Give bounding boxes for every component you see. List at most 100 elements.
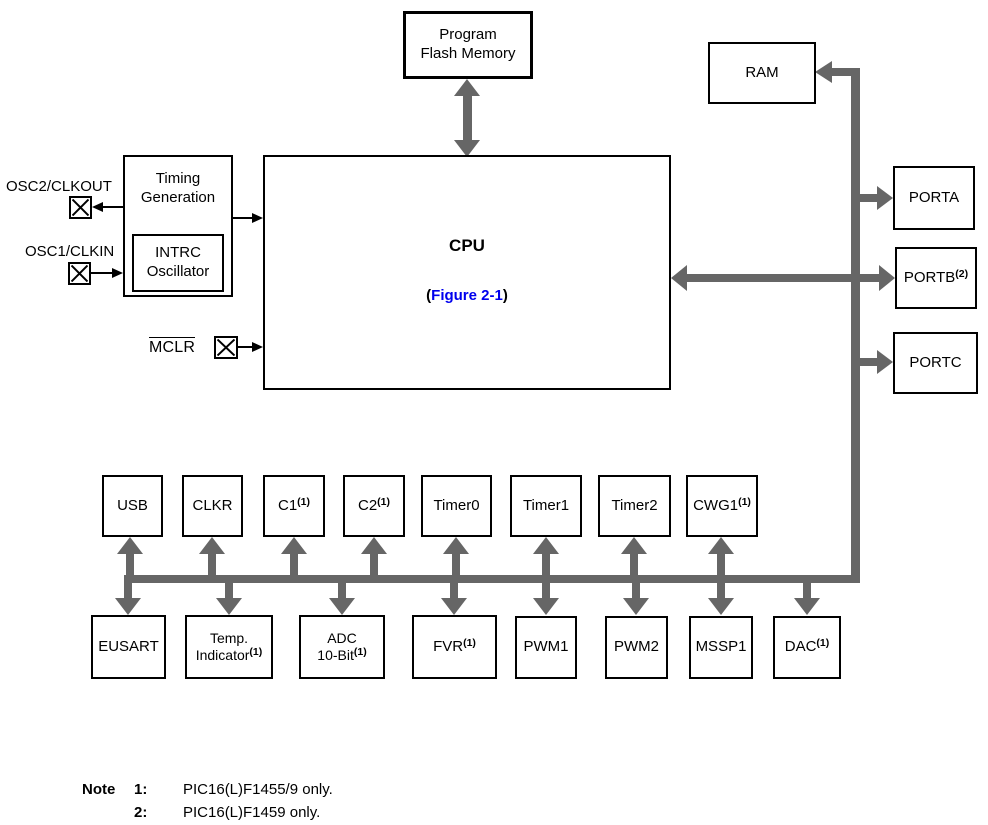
footnote-2: 2: PIC16(L)F1459 only. xyxy=(82,801,333,824)
block-label: MSSP1 xyxy=(695,638,747,656)
block-cpu: CPU (Figure 2-1) xyxy=(263,155,671,390)
footnote-1: Note 1: PIC16(L)F1455/9 only. xyxy=(82,778,333,801)
block-label: PWM1 xyxy=(523,638,569,656)
mclr-pin xyxy=(214,336,238,359)
block-intrc-oscillator: INTRC Oscillator xyxy=(132,234,224,292)
block-label: Generation xyxy=(140,188,216,206)
block-label: PWM2 xyxy=(614,638,659,656)
block-clkr: CLKR xyxy=(182,475,243,537)
block-fvr: FVR(1) xyxy=(412,615,497,679)
osc1-clkin-label: OSC1/CLKIN xyxy=(25,243,115,260)
block-eusart: EUSART xyxy=(91,615,166,679)
arrowhead-timer0-icon xyxy=(443,537,469,554)
block-pwm1: PWM1 xyxy=(515,616,577,679)
porta-bus-line xyxy=(860,194,879,202)
arrowhead-mclr-in-icon xyxy=(252,342,263,352)
bus-stub-pwm2 xyxy=(632,583,640,599)
note-caption: Note xyxy=(82,781,116,798)
arrowhead-into-portb-icon xyxy=(879,265,895,291)
arrowhead-into-ram-icon xyxy=(815,61,832,83)
block-label: PORTC xyxy=(909,353,962,371)
block-mssp1: MSSP1 xyxy=(689,616,753,679)
block-label: FVR(1) xyxy=(433,636,476,655)
bus-stub-adc xyxy=(338,583,346,599)
arrowhead-cwg1-icon xyxy=(708,537,734,554)
arrowhead-into-portc-icon xyxy=(877,350,893,374)
bus-stub-timer2 xyxy=(630,553,638,575)
block-label: EUSART xyxy=(98,637,159,655)
footnotes: Note 1: PIC16(L)F1455/9 only. 2: PIC16(L… xyxy=(82,778,333,824)
peripheral-bus-horizontal xyxy=(124,575,860,583)
portc-bus-line xyxy=(860,358,879,366)
osc1-pin-x-icon xyxy=(71,265,88,282)
arrowhead-into-flash-icon xyxy=(454,79,480,96)
bus-stub-clkr xyxy=(208,553,216,575)
note-text: PIC16(L)F1455/9 only. xyxy=(183,781,333,798)
arrowhead-temp-indicator-icon xyxy=(216,598,242,615)
arrowhead-osc2-out-icon xyxy=(92,202,103,212)
block-label: DAC(1) xyxy=(784,637,830,656)
system-bus-vertical xyxy=(851,68,860,583)
arrowhead-adc-icon xyxy=(329,598,355,615)
osc2-pin xyxy=(69,196,92,219)
arrowhead-timer2-icon xyxy=(621,537,647,554)
block-timing-generation: Timing Generation INTRC Oscillator xyxy=(123,155,233,297)
osc2-pin-x-icon xyxy=(72,199,89,216)
timing-to-cpu-line xyxy=(233,217,253,219)
bus-stub-timer0 xyxy=(452,553,460,575)
note-text: PIC16(L)F1459 only. xyxy=(183,804,321,821)
osc2-line xyxy=(102,206,124,208)
block-label: Timer2 xyxy=(611,496,658,514)
mclr-pin-x-icon xyxy=(217,339,235,356)
block-label: CLKR xyxy=(192,496,233,514)
figure-paren-close: ) xyxy=(502,287,508,304)
mclr-label: MCLR xyxy=(149,337,196,356)
block-label: Program xyxy=(439,26,497,44)
block-ram: RAM xyxy=(708,42,816,104)
bus-stub-fvr xyxy=(450,583,458,599)
osc1-pin xyxy=(68,262,91,285)
arrowhead-pwm1-icon xyxy=(533,598,559,615)
osc1-line xyxy=(91,272,113,274)
block-timer0: Timer0 xyxy=(421,475,492,537)
block-c2: C2(1) xyxy=(343,475,405,537)
block-portc: PORTC xyxy=(893,332,978,394)
block-dac: DAC(1) xyxy=(773,616,841,679)
block-adc-10bit: ADC 10-Bit(1) xyxy=(299,615,385,679)
arrowhead-mssp1-icon xyxy=(708,598,734,615)
block-label: ADC xyxy=(327,629,357,646)
block-label: RAM xyxy=(745,63,779,81)
block-pwm2: PWM2 xyxy=(605,616,668,679)
bus-stub-dac xyxy=(803,583,811,599)
block-label: Timer1 xyxy=(522,496,570,514)
bus-stub-eusart xyxy=(124,583,132,599)
note-number: 2: xyxy=(134,804,148,821)
block-program-flash-memory: Program Flash Memory xyxy=(403,11,533,79)
note-number: 1: xyxy=(134,781,148,798)
arrowhead-into-porta-icon xyxy=(877,186,893,210)
block-label: Timer0 xyxy=(433,496,480,514)
arrowhead-into-cpu-right-icon xyxy=(671,265,687,291)
block-usb: USB xyxy=(102,475,163,537)
block-label: C2(1) xyxy=(357,495,391,514)
arrowhead-eusart-icon xyxy=(115,598,141,615)
block-label: Flash Memory xyxy=(420,45,516,62)
block-c1: C1(1) xyxy=(263,475,325,537)
block-temp-indicator: Temp. Indicator(1) xyxy=(185,615,273,679)
arrowhead-fvr-icon xyxy=(441,598,467,615)
cpu-label: CPU xyxy=(449,236,485,255)
figure-2-1-link[interactable]: Figure 2-1 xyxy=(431,287,503,304)
cpu-figure-reference: (Figure 2-1) xyxy=(265,287,669,306)
block-label: PORTA xyxy=(908,188,960,206)
block-label: Temp. xyxy=(209,629,249,646)
arrowhead-dac-icon xyxy=(794,598,820,615)
bus-stub-cwg1 xyxy=(717,553,725,575)
mclr-line xyxy=(238,346,253,348)
block-porta: PORTA xyxy=(893,166,975,230)
block-portb: PORTB(2) xyxy=(895,247,977,309)
block-label: C1(1) xyxy=(277,495,311,514)
arrowhead-osc1-in-icon xyxy=(112,268,123,278)
bus-stub-timer1 xyxy=(542,553,550,575)
block-label: INTRC xyxy=(155,244,201,262)
